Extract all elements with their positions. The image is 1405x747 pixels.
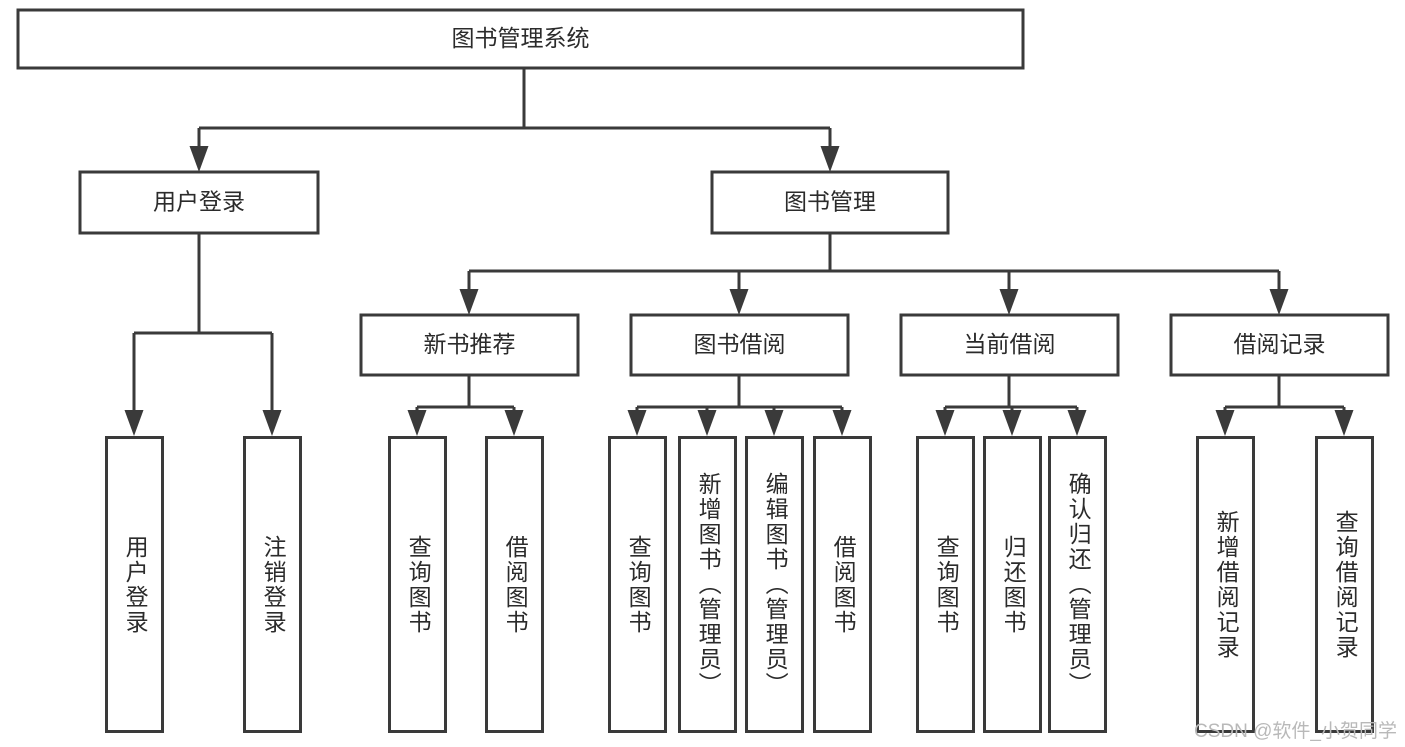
- leaf-node-label: 注销登录: [260, 534, 287, 635]
- arrow-head-icon: [820, 146, 840, 172]
- node-label: 图书借阅: [694, 331, 786, 357]
- arrow-head-icon: [697, 410, 717, 436]
- arrow-head-icon: [459, 289, 479, 315]
- node-label: 图书管理系统: [452, 25, 590, 51]
- arrow-head-icon: [999, 289, 1019, 315]
- connector-bookborrow-to-leaves: [627, 375, 852, 436]
- connector-bookmanage-to-level3: [459, 233, 1289, 315]
- leaf-node-label: 借阅图书: [502, 534, 529, 635]
- leaf-node-label: 用户登录: [122, 534, 149, 635]
- leaf-node-leaf-user-login[interactable]: 用户登录: [105, 436, 164, 733]
- connector-root-to-level2: [189, 68, 840, 172]
- arrow-head-icon: [189, 146, 209, 172]
- node-box[interactable]: [16, 8, 1025, 70]
- level3-node-new-book-rec[interactable]: 新书推荐: [359, 313, 580, 377]
- leaf-node-leaf-query-book-rec[interactable]: 查询图书: [388, 436, 447, 733]
- arrow-head-icon: [1215, 410, 1235, 436]
- leaf-node-leaf-borrow-book-rec[interactable]: 借阅图书: [485, 436, 544, 733]
- connector-newbookrec-to-leaves: [407, 375, 524, 436]
- arrow-head-icon: [124, 410, 144, 436]
- arrow-head-icon: [407, 410, 427, 436]
- connector-borrowrecord-to-leaves: [1215, 375, 1354, 436]
- node-box[interactable]: [899, 313, 1120, 377]
- connector-userlogin-to-leaves: [124, 233, 282, 436]
- arrow-head-icon: [627, 410, 647, 436]
- arrow-head-icon: [1002, 410, 1022, 436]
- arrow-head-icon: [764, 410, 784, 436]
- leaf-node-label: 新增借阅记录: [1213, 509, 1240, 660]
- node-label: 图书管理: [784, 189, 876, 215]
- root-node-root[interactable]: 图书管理系统: [16, 8, 1025, 70]
- leaf-node-label: 借阅图书: [830, 534, 857, 635]
- leaf-node-label: 查询借阅记录: [1332, 509, 1359, 660]
- leaf-node-leaf-query-book-borrow[interactable]: 查询图书: [608, 436, 667, 733]
- leaf-node-leaf-return-book[interactable]: 归还图书: [983, 436, 1042, 733]
- leaf-node-label: 查询图书: [625, 534, 652, 635]
- level3-node-book-borrow[interactable]: 图书借阅: [629, 313, 850, 377]
- leaf-node-label: 确认归还（管理员）: [1065, 472, 1092, 697]
- leaf-node-leaf-add-book[interactable]: 新增图书（管理员）: [678, 436, 737, 733]
- level2-node-user-login[interactable]: 用户登录: [78, 170, 320, 235]
- node-label: 当前借阅: [964, 331, 1056, 357]
- node-box[interactable]: [78, 170, 320, 235]
- node-label: 新书推荐: [424, 331, 516, 357]
- node-box[interactable]: [629, 313, 850, 377]
- arrow-head-icon: [935, 410, 955, 436]
- arrow-head-icon: [729, 289, 749, 315]
- leaf-node-leaf-edit-book[interactable]: 编辑图书（管理员）: [745, 436, 804, 733]
- level2-node-book-manage[interactable]: 图书管理: [710, 170, 950, 235]
- level3-node-current-borrow[interactable]: 当前借阅: [899, 313, 1120, 377]
- arrow-head-icon: [262, 410, 282, 436]
- leaf-node-label: 编辑图书（管理员）: [762, 472, 789, 697]
- leaf-node-leaf-confirm-return[interactable]: 确认归还（管理员）: [1048, 436, 1107, 733]
- connector-layer: [124, 68, 1354, 436]
- node-label: 借阅记录: [1234, 331, 1326, 357]
- leaf-node-label: 查询图书: [405, 534, 432, 635]
- arrow-head-icon: [1067, 410, 1087, 436]
- node-box[interactable]: [1169, 313, 1390, 377]
- arrow-head-icon: [832, 410, 852, 436]
- connector-currentborrow-to-leaves: [935, 375, 1087, 436]
- leaf-node-leaf-user-logout[interactable]: 注销登录: [243, 436, 302, 733]
- leaf-node-leaf-query-book-cur[interactable]: 查询图书: [916, 436, 975, 733]
- node-box[interactable]: [359, 313, 580, 377]
- level3-node-borrow-record[interactable]: 借阅记录: [1169, 313, 1390, 377]
- leaf-node-leaf-query-record[interactable]: 查询借阅记录: [1315, 436, 1374, 733]
- leaf-node-leaf-borrow-book[interactable]: 借阅图书: [813, 436, 872, 733]
- arrow-head-icon: [1269, 289, 1289, 315]
- arrow-head-icon: [504, 410, 524, 436]
- node-box[interactable]: [710, 170, 950, 235]
- leaf-node-label: 查询图书: [933, 534, 960, 635]
- leaf-node-label: 新增图书（管理员）: [695, 472, 722, 697]
- node-label: 用户登录: [153, 189, 245, 215]
- arrow-head-icon: [1334, 410, 1354, 436]
- leaf-node-label: 归还图书: [1000, 534, 1027, 635]
- leaf-node-leaf-add-record[interactable]: 新增借阅记录: [1196, 436, 1255, 733]
